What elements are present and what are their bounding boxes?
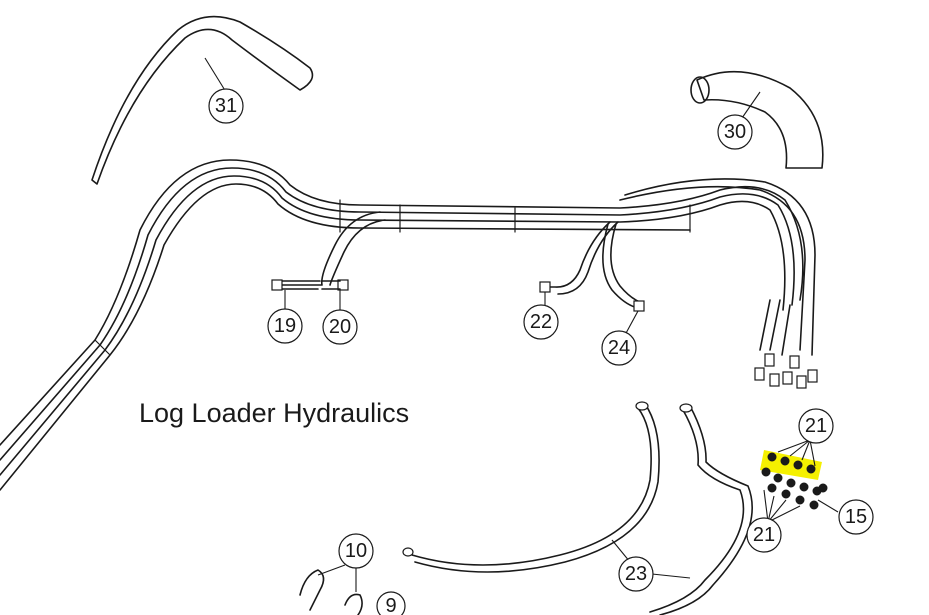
svg-text:20: 20 <box>329 316 351 338</box>
callout-30: 30 <box>717 114 753 150</box>
svg-text:31: 31 <box>215 95 237 117</box>
callout-19: 19 <box>267 308 303 344</box>
callout-23: 23 <box>618 556 654 592</box>
callout-10: 10 <box>338 533 374 569</box>
svg-text:23: 23 <box>625 563 647 585</box>
callout-20: 20 <box>322 309 358 345</box>
callout-22: 22 <box>523 304 559 340</box>
callout-24: 24 <box>601 330 637 366</box>
branch-19-20 <box>271 211 386 312</box>
tube-part-31 <box>91 15 314 185</box>
valve-handles-10-9 <box>299 564 363 615</box>
callout-21-bottom: 21 <box>746 517 782 553</box>
svg-text:9: 9 <box>385 595 396 615</box>
hose-assembly-23 <box>402 401 753 615</box>
svg-text:22: 22 <box>530 311 552 333</box>
callout-31: 31 <box>208 88 244 124</box>
svg-text:21: 21 <box>805 415 827 437</box>
svg-text:30: 30 <box>724 121 746 143</box>
callout-21-top: 21 <box>798 408 834 444</box>
main-hose-bundle <box>0 159 816 491</box>
highlighted-fittings-21 <box>760 439 839 523</box>
elbow-part-30 <box>690 70 824 169</box>
svg-text:10: 10 <box>345 540 367 562</box>
diagram-title: Log Loader Hydraulics <box>139 398 409 428</box>
bundle-end-fittings <box>754 353 818 389</box>
callout-15: 15 <box>838 499 874 535</box>
svg-text:15: 15 <box>845 506 867 528</box>
svg-text:19: 19 <box>274 315 296 337</box>
svg-text:24: 24 <box>608 337 630 359</box>
svg-text:21: 21 <box>753 524 775 546</box>
callout-9: 9 <box>376 591 406 615</box>
